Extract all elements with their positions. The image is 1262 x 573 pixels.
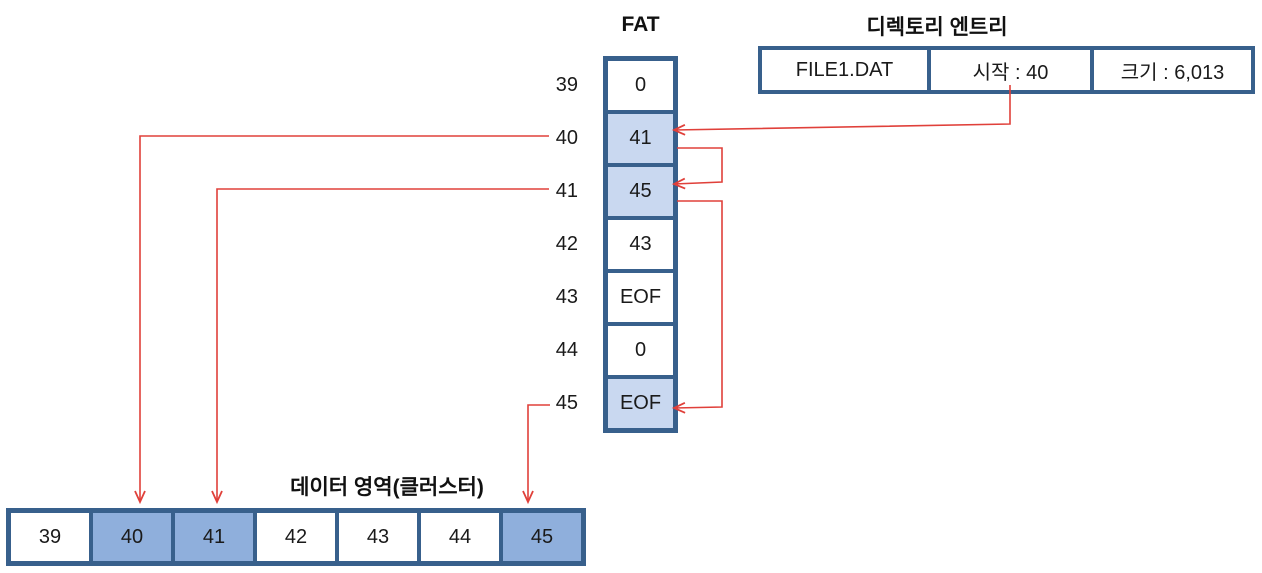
fat-cell-40: 41 — [608, 114, 673, 163]
arrow-fat41-to-fat45 — [671, 200, 723, 414]
fat-index-39: 39 — [555, 74, 578, 96]
arrow-fat41-to-cluster41 — [211, 188, 549, 505]
cluster-cell-43: 43 — [339, 513, 417, 561]
directory-entry-start: 시작 : 40 — [931, 50, 1090, 90]
fat-cell-45: EOF — [608, 379, 673, 428]
fat-index-42: 42 — [555, 233, 578, 255]
fat-cell-42: 43 — [608, 220, 673, 269]
fat-index-45: 45 — [555, 392, 578, 414]
cluster-cell-41: 41 — [175, 513, 253, 561]
cluster-cell-45: 45 — [503, 513, 581, 561]
cluster-cell-40: 40 — [93, 513, 171, 561]
directory-entry-title: 디렉토리 엔트리 — [866, 16, 1008, 39]
directory-entry-size: 크기 : 6,013 — [1094, 50, 1251, 90]
arrow-fat45-to-cluster45 — [522, 404, 550, 505]
directory-entry-table: FILE1.DAT 시작 : 40 크기 : 6,013 — [758, 46, 1255, 94]
cluster-cell-42: 42 — [257, 513, 335, 561]
directory-entry-filename: FILE1.DAT — [762, 50, 927, 90]
cluster-cell-39: 39 — [11, 513, 89, 561]
data-area-title: 데이터 영역(클러스터) — [290, 476, 484, 499]
fat-cell-39: 0 — [608, 61, 673, 110]
cluster-cell-44: 44 — [421, 513, 499, 561]
fat-table-title: FAT — [621, 13, 660, 36]
fat-cell-43: EOF — [608, 273, 673, 322]
fat-cell-41: 45 — [608, 167, 673, 216]
fat-index-40: 40 — [555, 127, 578, 149]
fat-cell-44: 0 — [608, 326, 673, 375]
fat-index-43: 43 — [555, 286, 578, 308]
fat-table: 0 41 45 43 EOF 0 EOF — [603, 56, 678, 433]
fat-index-44: 44 — [555, 339, 578, 361]
data-area-table: 39 40 41 42 43 44 45 — [6, 508, 586, 566]
arrow-fat40-to-fat41 — [671, 147, 723, 190]
fat-index-41: 41 — [555, 180, 578, 202]
arrow-fat40-to-cluster40 — [134, 135, 549, 505]
